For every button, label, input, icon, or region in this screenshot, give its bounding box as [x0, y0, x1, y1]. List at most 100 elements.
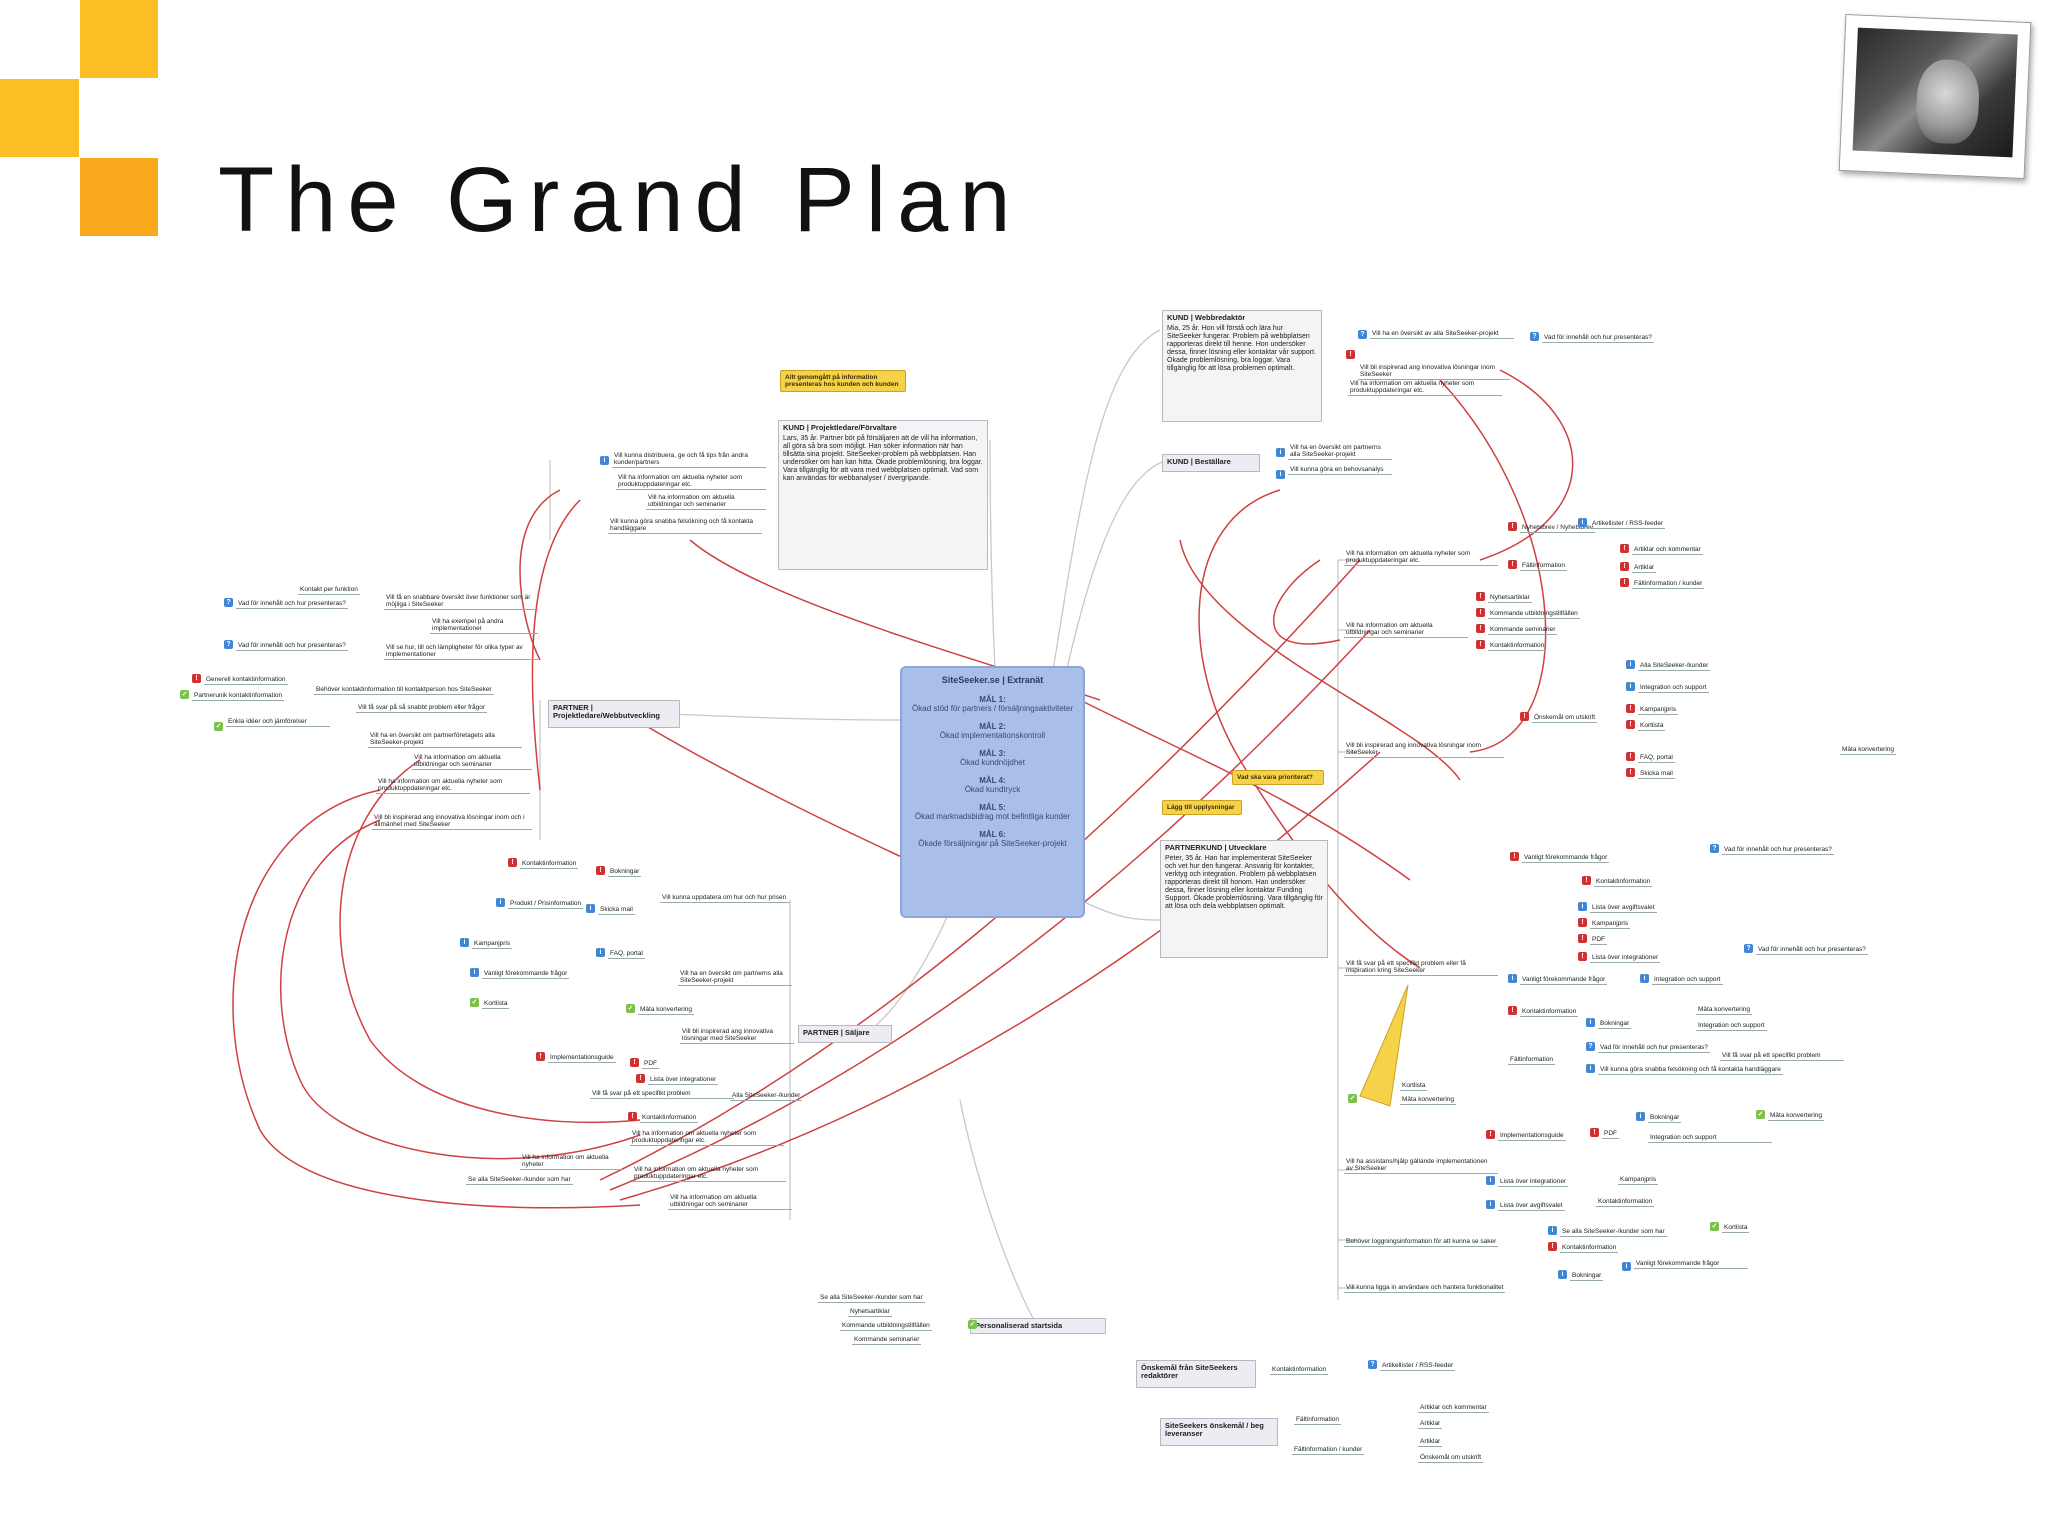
leaf-integrationer-2[interactable]: Lista över integrationer [1590, 954, 1661, 963]
leaf-vanliga-4[interactable]: Vanligt förekommande frågor [1634, 1260, 1748, 1269]
leaf-inspiration-webb[interactable]: Vill bli inspirerad ang innovativa lösni… [1358, 364, 1510, 380]
leaf-oversikt-funktioner[interactable]: Vill få en snabbare översikt över funkti… [384, 594, 538, 610]
leaf-kontaktinfo-utv[interactable]: Kontaktinformation [1488, 642, 1547, 651]
leaf-utskrift-2[interactable]: Önskemål om utskrift [1418, 1454, 1484, 1463]
leaf-faq-portal[interactable]: FAQ, portal [608, 950, 645, 959]
leaf-specifikt-utvecklare[interactable]: Vill få svar på ett specifikt problem el… [1344, 960, 1498, 976]
leaf-nyheter-utvecklare[interactable]: Vill ha information om aktuella nyheter … [1344, 550, 1498, 566]
leaf-distribuera-tips[interactable]: Vill kunna distribuera, ge och få tips f… [612, 452, 766, 468]
node-kund-projektledare[interactable]: KUND | Projektledare/Förvaltare Lars, 35… [778, 420, 988, 570]
leaf-faq-2[interactable]: FAQ, portal [1638, 754, 1675, 763]
leaf-faltinfo-kunder[interactable]: Fältinformation / kunder [1632, 580, 1705, 589]
node-partner-projektledare[interactable]: PARTNER | Projektledare/Webbutveckling [548, 700, 680, 728]
leaf-kontakt-faq[interactable]: Kontaktinformation [1594, 878, 1653, 887]
leaf-nyhetsbrev[interactable]: Nyhetsbrev / Nyhetsbrev [1520, 524, 1596, 533]
leaf-onskemal-utskrift[interactable]: Önskemål om utskrift [1532, 714, 1598, 723]
leaf-se-alla-kunder-3[interactable]: Se alla SiteSeeker-/kunder som har [818, 1294, 925, 1303]
leaf-implementationsguide-2[interactable]: Implementationsguide [1498, 1132, 1566, 1141]
leaf-integration-4[interactable]: Integration och support [1648, 1134, 1772, 1143]
leaf-artikellister-2[interactable]: Artikellister / RSS-feeder [1380, 1362, 1456, 1371]
leaf-nyheter-saljare[interactable]: Vill ha information om aktuella nyheter … [630, 1130, 784, 1146]
leaf-faltinformation[interactable]: Fältinformation [1520, 562, 1567, 571]
leaf-pdf-3[interactable]: PDF [1602, 1130, 1619, 1139]
leaf-utbildningar-utvecklare[interactable]: Vill ha information om aktuella utbildni… [1344, 622, 1468, 638]
leaf-utbildningar-saljare[interactable]: Vill ha information om aktuella utbildni… [668, 1194, 792, 1210]
leaf-snabbt-problem[interactable]: Vill få svar på så snabbt problem eller … [356, 704, 488, 713]
node-onskemal-redaktorer[interactable]: Önskemål från SiteSeekers redaktörer [1136, 1360, 1256, 1388]
leaf-ligga-in-anvandare[interactable]: Vill kunna ligga in användare och hanter… [1344, 1284, 1506, 1293]
leaf-bokningar-2[interactable]: Bokningar [1598, 1020, 1632, 1029]
leaf-se-alla-kunder-2[interactable]: Se alla SiteSeeker-/kunder som har [1560, 1228, 1667, 1237]
leaf-inspiration-utvecklare[interactable]: Vill bli inspirerad ang innovativa lösni… [1344, 742, 1504, 758]
leaf-kampanjpris-2[interactable]: Kampanjpris [1638, 706, 1679, 715]
leaf-innehall-2[interactable]: Vad för innehåll och hur presenteras? [236, 642, 348, 651]
leaf-vanliga-3[interactable]: Vanligt förekommande frågor [1520, 976, 1608, 985]
leaf-assistans[interactable]: Vill ha assistans/hjälp gällande impleme… [1344, 1158, 1498, 1174]
leaf-oversikt-alla[interactable]: Vill ha en översikt av alla SiteSeeker-p… [1370, 330, 1514, 339]
leaf-nyheter-partner[interactable]: Vill ha information om aktuella nyheter … [376, 778, 530, 794]
leaf-utbildningar-partner[interactable]: Vill ha information om aktuella utbildni… [412, 754, 532, 770]
leaf-kortlista[interactable]: Kortlista [482, 1000, 510, 1009]
leaf-mata-konv-2[interactable]: Mäta konvertering [1840, 746, 1897, 755]
leaf-implementationsguide[interactable]: Implementationsguide [548, 1054, 616, 1063]
leaf-specifikt-2[interactable]: Vill få svar på ett specifikt problem [1720, 1052, 1844, 1061]
leaf-bokningar[interactable]: Bokningar [608, 868, 642, 877]
leaf-mata-konv-3[interactable]: Mäta konvertering [1696, 1006, 1753, 1015]
leaf-utbildningstillfallen[interactable]: Kommande utbildningstillfällen [1488, 610, 1580, 619]
leaf-kampanj-4[interactable]: Kampanjpris [1618, 1176, 1659, 1185]
leaf-artiklar[interactable]: Artiklar [1632, 564, 1657, 573]
node-onskemal-leveranser[interactable]: SiteSeekers önskemål / beg leveranser [1160, 1418, 1278, 1446]
leaf-faltinfo-kunder-2[interactable]: Fältinformation / kunder [1292, 1446, 1365, 1455]
center-node[interactable]: SiteSeeker.se | Extranät MÅL 1:Ökad stöd… [900, 666, 1085, 918]
leaf-pdf[interactable]: PDF [642, 1060, 659, 1069]
leaf-oversikt-partner[interactable]: Vill ha en översikt om partnerföretagets… [368, 732, 522, 748]
leaf-alla-siteseeker[interactable]: Alla SiteSeeker-/kunder [1638, 662, 1711, 671]
leaf-skicka-mail-2[interactable]: Skicka mail [1638, 770, 1675, 779]
leaf-mata-konvertering[interactable]: Mäta konvertering [638, 1006, 695, 1015]
leaf-vanliga-fragor-2[interactable]: Vanligt förekommande frågor [1522, 854, 1610, 863]
leaf-felsokning[interactable]: Vill kunna göra snabba felsökning och få… [608, 518, 762, 534]
leaf-enkla-ideer[interactable]: Enkla idéer och jämförelser [226, 718, 330, 727]
leaf-inspiration-saljare[interactable]: Vill bli inspirerad ang innovativa lösni… [680, 1028, 794, 1044]
node-personaliserad[interactable]: Personaliserad startsida [970, 1318, 1106, 1334]
leaf-lampligheter-2[interactable]: Lista över avgiftsvalet [1590, 904, 1657, 913]
leaf-kortlista-4[interactable]: Kortlista [1722, 1224, 1750, 1233]
leaf-pdf-2[interactable]: PDF [1590, 936, 1607, 945]
leaf-nyhetsartiklar-2[interactable]: Nyhetsartiklar [848, 1308, 892, 1317]
leaf-lampligheter[interactable]: Vill se hur, till och lämpligheter för o… [384, 644, 538, 660]
leaf-kontaktinformation-1[interactable]: Kontaktinformation [520, 860, 579, 869]
leaf-innehall-faq[interactable]: Vad för innehåll och hur presenteras? [1722, 846, 1834, 855]
leaf-faltinfo-2[interactable]: Fältinformation [1508, 1056, 1555, 1065]
leaf-artikellister[interactable]: Artikellister / RSS-feeder [1590, 520, 1666, 529]
leaf-kontaktinfo-dnd[interactable]: Kontaktinformation [1270, 1366, 1329, 1375]
leaf-integration-support[interactable]: Integration och support [1638, 684, 1709, 693]
leaf-behovsanalys[interactable]: Vill kunna göra en behovsanalys [1288, 466, 1392, 475]
leaf-produkt-pris[interactable]: Produkt / Prisinformation [508, 900, 584, 909]
leaf-innehall-1[interactable]: Vad för innehåll och hur presenteras? [236, 600, 348, 609]
leaf-exempel-implementationer[interactable]: Vill ha exempel på andra implementatione… [430, 618, 538, 634]
leaf-integrationer-3[interactable]: Lista över integrationer [1498, 1178, 1569, 1187]
node-kund-bestallare[interactable]: KUND | Beställare [1162, 454, 1260, 472]
leaf-oversikt-projekt[interactable]: Vill ha en översikt om partnerns alla Si… [678, 970, 792, 986]
leaf-integration-2[interactable]: Integration och support [1652, 976, 1723, 985]
leaf-kampanj-3[interactable]: Kampanjpris [1590, 920, 1631, 929]
leaf-utbildningstillfallen-2[interactable]: Kommande utbildningstillfällen [840, 1322, 932, 1331]
node-kund-webbredaktor[interactable]: KUND | Webbredaktör Mia, 25 år. Hon vill… [1162, 310, 1322, 422]
leaf-mata-4[interactable]: Mäta konvertering [1400, 1096, 1457, 1105]
leaf-artiklar-kommentar[interactable]: Artiklar och kommentar [1632, 546, 1703, 555]
node-partner-saljare[interactable]: PARTNER | Säljare [798, 1025, 892, 1043]
leaf-nyheter-webb[interactable]: Vill ha information om aktuella nyheter … [1348, 380, 1502, 396]
node-partnerkund[interactable]: PARTNERKUND | Utvecklare Peter, 35 år. H… [1160, 840, 1328, 958]
leaf-artiklar-2[interactable]: Artiklar [1418, 1420, 1443, 1429]
leaf-nyheter-kund[interactable]: Vill ha information om aktuella nyheter … [616, 474, 766, 490]
leaf-kontaktinfo-3[interactable]: Kontaktinformation [1520, 1008, 1579, 1017]
leaf-bokningar-4[interactable]: Bokningar [1570, 1272, 1604, 1281]
leaf-kontakt-4[interactable]: Kontaktinformation [1596, 1198, 1655, 1207]
leaf-seminarier[interactable]: Kommande seminarier [1488, 626, 1558, 635]
leaf-specifikt-problem[interactable]: Vill få svar på ett specifikt problem [590, 1090, 734, 1099]
leaf-faltinfo-3[interactable]: Fältinformation [1294, 1416, 1341, 1425]
leaf-artiklar-3[interactable]: Artiklar [1418, 1438, 1443, 1447]
leaf-alla-kunder[interactable]: Alla SiteSeeker-/kunder [730, 1092, 803, 1101]
leaf-seminarier-2[interactable]: Kommande seminarier [852, 1336, 922, 1345]
leaf-skicka-mail[interactable]: Skicka mail [598, 906, 635, 915]
